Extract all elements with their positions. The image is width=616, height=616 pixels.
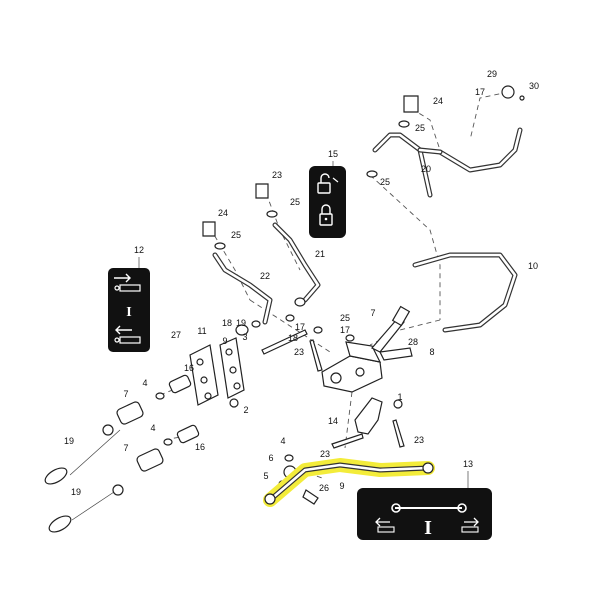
plate-11 <box>219 337 245 399</box>
callout-c4b: 4 <box>150 423 155 433</box>
arrow-left-icon <box>114 325 141 344</box>
callout-c17b: 17 <box>295 322 305 332</box>
callout-c3: 3 <box>242 332 247 342</box>
pipe-22 <box>212 252 273 325</box>
callout-c12: 12 <box>134 245 144 255</box>
callout-c16b: 16 <box>195 442 205 452</box>
valve-body-1 <box>321 341 383 393</box>
callout-c23b: 23 <box>294 347 304 357</box>
callout-c6: 6 <box>268 453 273 463</box>
coupler-7a <box>116 401 144 425</box>
pipe-9-highlighted <box>263 458 435 507</box>
callout-c20: 20 <box>421 164 431 174</box>
arrow-left-icon <box>375 517 395 533</box>
callout-c19a: 19 <box>236 318 246 328</box>
callout-c9a: 9 <box>222 336 227 346</box>
decal-plate-12: I <box>108 268 150 352</box>
coupler-16b <box>176 424 200 444</box>
callout-c1: 1 <box>397 392 402 402</box>
plate-12-symbol: I <box>126 305 131 320</box>
callout-c9b: 9 <box>339 481 344 491</box>
callout-c21: 21 <box>315 249 325 259</box>
callout-c18a: 18 <box>222 318 232 328</box>
unlock-symbol-icon <box>317 173 339 194</box>
decal-plate-13: I <box>357 488 492 540</box>
callout-c28: 28 <box>408 337 418 347</box>
plate-27 <box>189 344 219 406</box>
cap-19a <box>44 429 121 485</box>
callout-c27: 27 <box>171 330 181 340</box>
callout-c7c: 7 <box>123 443 128 453</box>
pipe-21 <box>272 222 321 303</box>
callout-c16a: 16 <box>184 363 194 373</box>
callout-c4a: 4 <box>142 378 147 388</box>
callout-c18b: 18 <box>288 333 298 343</box>
callout-c10: 10 <box>528 261 538 271</box>
arrow-right-icon <box>461 517 479 533</box>
callout-c15: 15 <box>328 149 338 159</box>
callout-c25c: 25 <box>290 197 300 207</box>
callout-c23c: 23 <box>414 435 424 445</box>
callout-c7b: 7 <box>123 389 128 399</box>
callout-c11: 11 <box>197 326 206 336</box>
coupler-16a <box>168 374 192 394</box>
callout-c25a: 25 <box>415 123 425 133</box>
callout-c22: 22 <box>260 271 270 281</box>
plate-13-symbol: I <box>424 517 432 539</box>
callout-c8: 8 <box>429 347 434 357</box>
callout-c17c: 17 <box>340 325 350 335</box>
callout-c25e: 25 <box>340 313 350 323</box>
callout-c19b: 19 <box>64 436 74 446</box>
callout-c2: 2 <box>243 405 248 415</box>
cap-19c <box>102 424 114 436</box>
callout-c7a: 7 <box>370 308 375 318</box>
coupler-7b <box>136 448 164 472</box>
callout-c14: 14 <box>328 416 338 426</box>
cap-19b <box>48 484 124 533</box>
callout-c13: 13 <box>463 459 473 469</box>
callout-c29: 29 <box>487 69 497 79</box>
pipe-10 <box>412 252 518 333</box>
callout-c4c: 4 <box>280 436 285 446</box>
callout-c17a: 17 <box>475 87 485 97</box>
callout-c23d: 23 <box>320 449 330 459</box>
fittings <box>155 85 525 488</box>
decal-plate-15 <box>309 166 346 238</box>
callout-c19c: 19 <box>71 487 81 497</box>
callout-c24a: 24 <box>433 96 443 106</box>
control-lever-28 <box>371 305 413 361</box>
pipe-20 <box>372 127 523 198</box>
callout-c23a: 23 <box>272 170 282 180</box>
bracket-14 <box>354 397 383 435</box>
arrow-right-icon <box>114 273 141 292</box>
lock-symbol-icon <box>319 204 333 226</box>
callout-c26: 26 <box>319 483 329 493</box>
callout-c25d: 25 <box>231 230 241 240</box>
callout-c25b: 25 <box>380 177 390 187</box>
plate-leaders <box>138 161 469 488</box>
callout-c5: 5 <box>263 471 268 481</box>
callout-c24b: 24 <box>218 208 228 218</box>
callout-c30: 30 <box>529 81 539 91</box>
